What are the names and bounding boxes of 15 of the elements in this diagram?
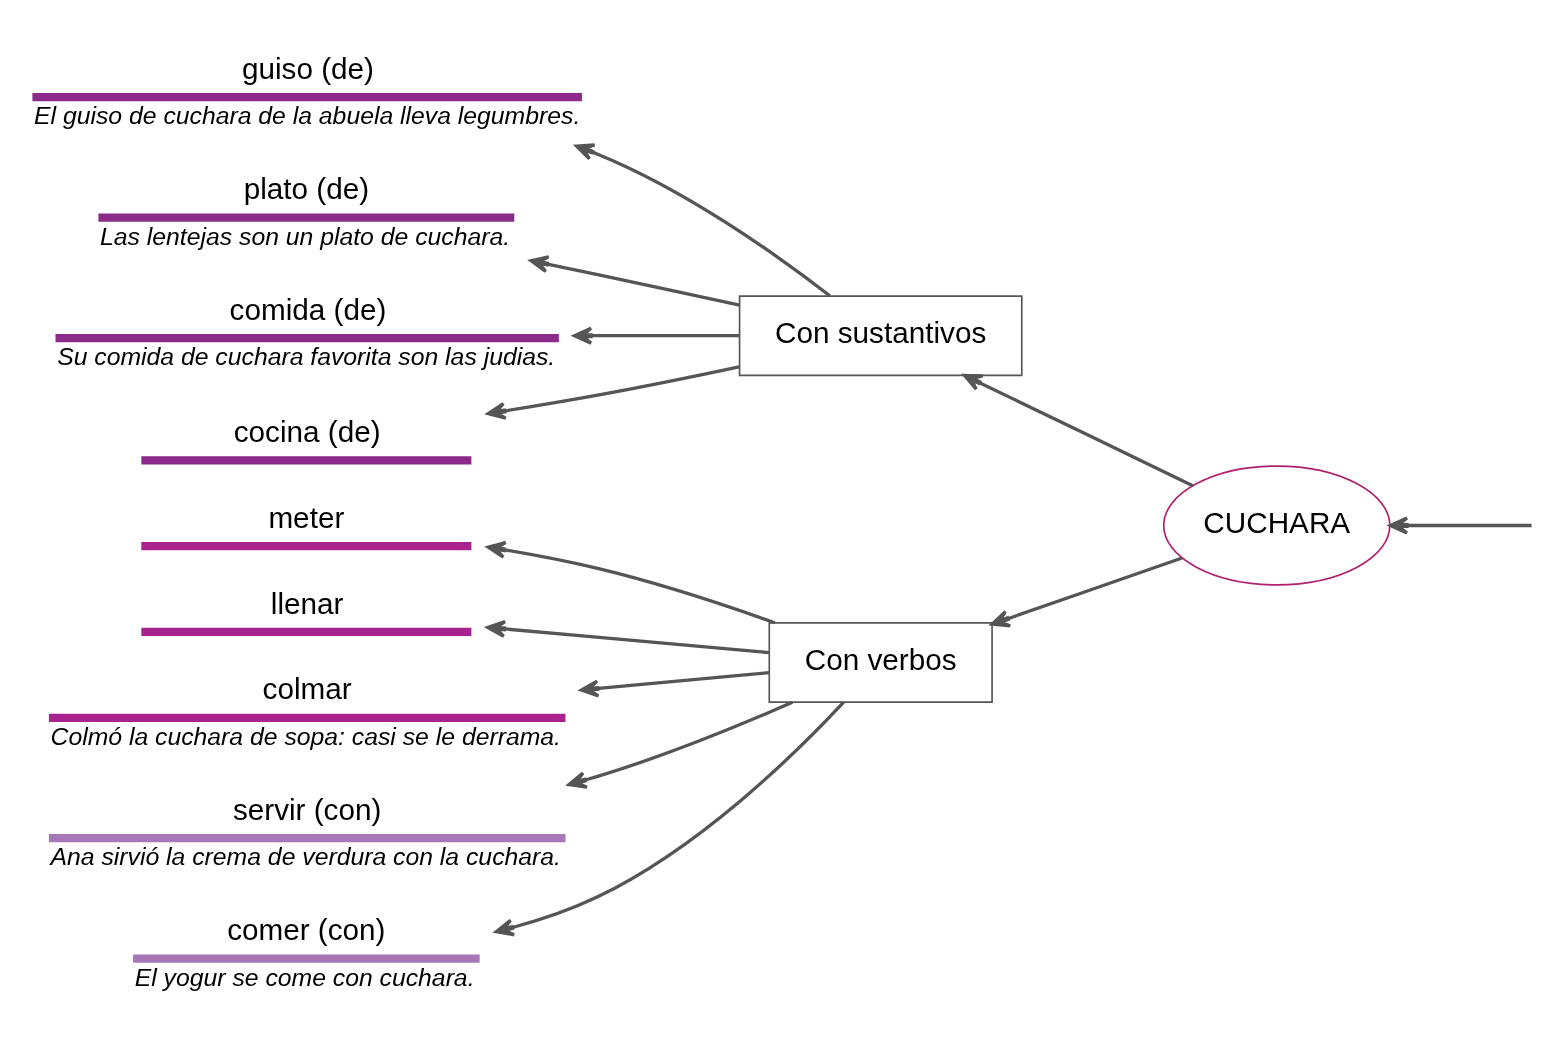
node-label: comer (con)	[227, 912, 386, 946]
node-label: servir (con)	[232, 792, 382, 826]
node-label: comida (de)	[229, 292, 387, 326]
node-label: Ana sirvió la crema de verdura con la cuchara.	[50, 842, 561, 870]
node-label: El yogur se come con cuchara.	[134, 963, 475, 991]
node-label: plato (de)	[243, 171, 370, 205]
node-label: Las lentejas son un plato de cuchara.	[100, 222, 511, 250]
node-label: colmar	[262, 671, 352, 705]
node-label: Su comida de cuchara favorita son las judias.	[57, 342, 556, 370]
node-label: Colmó la cuchara de sopa: casi se le derrama.	[50, 722, 561, 750]
node-label: guiso (de)	[242, 51, 375, 85]
node-label: El guiso de cuchara de la abuela lleva legumbres.	[34, 101, 581, 129]
node-label: llenar	[270, 586, 344, 620]
node-label: cocina (de)	[233, 414, 381, 448]
node-label: meter	[268, 500, 345, 534]
